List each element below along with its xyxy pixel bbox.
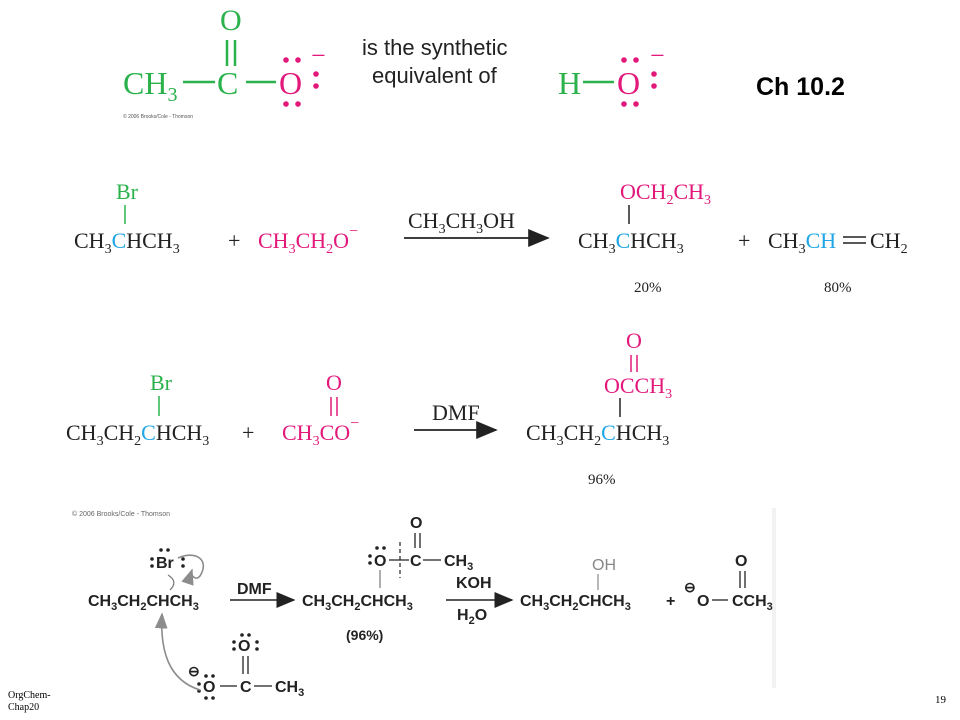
r1-product-ether: CH3CHCH3 [578,228,684,257]
plus-sign: + [738,228,750,253]
mech-koh-label: KOH [456,575,492,592]
yield-ether: 20% [634,280,662,296]
acetate-oxygen: O [279,65,302,101]
hydroxide-oxygen: O [617,65,640,101]
mech-nucleophile-methyl: CH3 [275,679,304,699]
mech-alcohol: CH3CH2CHCH3 [520,593,631,613]
statement-line1: is the synthetic [362,35,508,60]
lone-pair-dots [283,57,319,107]
mech-ester-carbon: C [410,553,422,570]
bond [167,574,175,591]
r2-product-carbonyl-oxygen: O [626,328,642,353]
mech-acetate-oxygen: O [697,593,709,610]
mech-acetate-carbon: CCH3 [732,593,773,613]
lone-pair-dots [150,548,185,568]
mech-nucleophile-carbon: C [240,679,252,696]
negative-charge: − [311,41,326,70]
negative-charge: − [650,41,665,70]
mechanism: © 2006 Brooks/Cole - Thomson Br CH3CH2CH… [72,508,776,700]
acetate-carbonyl-oxygen: O [220,4,242,37]
acetate-structure: O CH3 C O − © 2006 Brooks/Cole - Thomson [123,4,326,120]
hydroxide-hydrogen: H [558,65,581,101]
mech-alcohol-oh: OH [592,557,616,574]
acetate-carbon: C [217,65,238,101]
mech-nucleophile-top-oxygen: O [238,638,250,655]
reaction2: Br CH3CH2CHCH3 + O CH3CO− DMF O OCCH3 CH… [66,328,672,488]
plus-sign: + [666,593,675,610]
acetate-methyl: CH3 [123,65,177,106]
mech-water-label: H2O [457,607,487,627]
r1-nucleophile: CH3CH2O− [258,223,358,257]
lone-pair-dots [621,57,657,107]
page-number: 19 [935,694,946,706]
hydroxide-structure: H O − [558,41,665,107]
footer-line2: Chap20 [8,702,40,713]
mech-nucleophile-oxygen: O [203,679,215,696]
r1-product-alkene-left: CH3CH [768,228,836,257]
curved-arrow-attack [154,612,201,691]
lone-pair-dots [232,633,259,651]
yield-ester: 96% [588,472,616,488]
r2-bromo: Br [150,370,173,395]
copyright: © 2006 Brooks/Cole - Thomson [123,113,193,120]
slide-title: Ch 10.2 [756,73,845,101]
lone-pair-dots [368,546,386,565]
r2-substrate: CH3CH2CHCH3 [66,420,209,449]
mech-nucleophile-charge: ⊖ [188,663,200,679]
mech-ester: CH3CH2CHCH3 [302,593,413,613]
reaction1: Br CH3CHCH3 + CH3CH2O− CH3CH3OH OCH2CH3 … [74,179,908,296]
r2-product: CH3CH2CHCH3 [526,420,669,449]
plus-sign: + [228,228,240,253]
mech-acetate-top-oxygen: O [735,553,747,570]
mech-ester-oxygen: O [374,553,386,570]
yield-alkene: 80% [824,280,852,296]
mech-yield: (96%) [346,627,383,643]
footer-line1: OrgChem- [8,690,51,701]
mech-acetate-charge: ⊖ [684,579,696,595]
r1-substrate: CH3CHCH3 [74,228,180,257]
r1-bromo: Br [116,179,139,204]
r2-carbonyl-oxygen: O [326,370,342,395]
plus-sign: + [242,420,254,445]
mech-dmf-label: DMF [237,581,272,598]
footer-course-label: OrgChem- Chap20 [8,690,51,714]
mech-ester-top-oxygen: O [410,515,422,532]
r2-product-ester-group: OCCH3 [604,373,672,402]
statement-line2: equivalent of [372,63,498,88]
panel-edge [772,508,776,688]
curved-arrow-leaving [177,554,205,586]
r1-ethoxy: OCH2CH3 [620,179,711,208]
r2-acetate: CH3CO− [282,415,359,449]
copyright: © 2006 Brooks/Cole - Thomson [72,510,170,518]
r1-solvent: CH3CH3OH [408,208,515,237]
mech-substrate: CH3CH2CHCH3 [88,593,199,613]
r2-solvent: DMF [432,400,480,425]
mech-ester-methyl: CH3 [444,553,473,573]
mech-bromide: Br [156,555,174,572]
r1-product-alkene-right: CH2 [870,228,908,257]
